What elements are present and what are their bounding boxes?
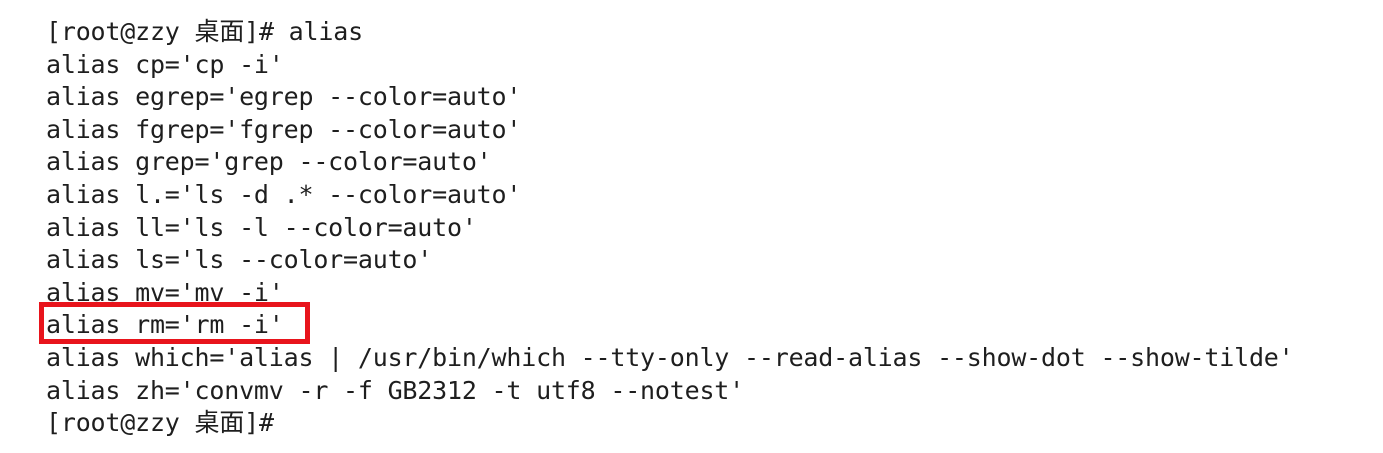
terminal-line-alias-zh: alias zh='convmv -r -f GB2312 -t utf8 --… — [46, 375, 745, 405]
terminal-line-alias-cp: alias cp='cp -i' — [46, 49, 284, 79]
terminal-line-alias-ll: alias ll='ls -l --color=auto' — [46, 212, 477, 242]
terminal-line-alias-which: alias which='alias | /usr/bin/which --tt… — [46, 342, 1294, 372]
terminal-line-alias-fgrep: alias fgrep='fgrep --color=auto' — [46, 114, 522, 144]
terminal-line-alias-egrep: alias egrep='egrep --color=auto' — [46, 82, 522, 112]
terminal-line-alias-l-dot: alias l.='ls -d .* --color=auto' — [46, 179, 522, 209]
terminal-line-prompt: [root@zzy 桌面]# — [46, 408, 274, 438]
terminal-line-alias-grep: alias grep='grep --color=auto' — [46, 147, 492, 177]
terminal-line-alias-ls: alias ls='ls --color=auto' — [46, 245, 433, 275]
terminal-line-alias-rm: alias rm='rm -i' — [46, 310, 284, 340]
terminal-line-prompt-alias: [root@zzy 桌面]# alias — [46, 17, 363, 46]
terminal-line-alias-mv: alias mv='mv -i' — [46, 277, 284, 307]
